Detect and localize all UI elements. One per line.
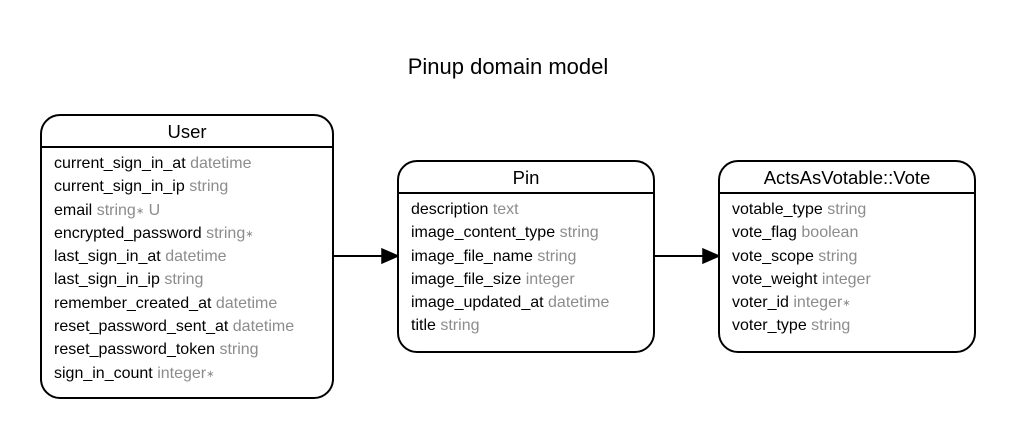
required-flag-icon: ∗: [206, 368, 215, 380]
attribute-type: string: [440, 317, 480, 335]
attribute-name: vote_flag: [732, 224, 797, 242]
attribute-name: image_content_type: [411, 224, 556, 242]
unique-marker: U: [148, 201, 161, 219]
attribute-name: image_updated_at: [411, 294, 544, 312]
attribute-name: vote_weight: [732, 270, 818, 288]
entity-user-name: User: [42, 116, 332, 148]
attribute-type: text: [492, 201, 519, 218]
attribute-name: image_file_name: [411, 247, 533, 265]
required-flag-icon: ∗: [135, 205, 145, 217]
attribute-type: string: [537, 247, 577, 265]
attribute-type: string: [818, 247, 858, 265]
attribute-row: email string∗ U: [54, 199, 332, 222]
entity-vote-name: ActsAsVotable::Vote: [720, 162, 974, 194]
required-flag-icon: ∗: [842, 298, 851, 310]
diagram-title: Pinup domain model: [407, 54, 609, 79]
attribute-type: datetime: [548, 294, 610, 312]
attribute-name: last_sign_in_ip: [54, 271, 160, 289]
attribute-row: vote_weight integer: [732, 268, 974, 291]
attribute-name: votable_type: [732, 201, 823, 218]
attribute-row: voter_type string: [732, 314, 974, 337]
attribute-name: reset_password_token: [54, 341, 215, 359]
attribute-row: votable_type string: [732, 198, 974, 221]
attribute-row: voter_id integer∗: [732, 291, 974, 314]
arrowhead-user-pin: [381, 247, 400, 265]
attribute-type: string: [96, 201, 136, 219]
attribute-row: reset_password_token string: [54, 338, 332, 361]
relationship-pin-vote: [654, 247, 721, 265]
attribute-name: title: [411, 317, 436, 335]
attribute-row: description text: [411, 198, 653, 221]
attribute-name: encrypted_password: [54, 224, 202, 242]
attribute-type: integer: [821, 270, 871, 288]
attribute-type: datetime: [190, 155, 252, 172]
attribute-name: voter_id: [732, 294, 789, 312]
attribute-row: vote_scope string: [732, 245, 974, 268]
required-flag-icon: ∗: [245, 228, 254, 240]
attribute-row: last_sign_in_at datetime: [54, 245, 332, 268]
attribute-row: sign_in_count integer∗: [54, 362, 332, 385]
arrowhead-pin-vote: [702, 247, 721, 265]
attribute-name: email: [54, 201, 93, 219]
attribute-type: datetime: [215, 294, 278, 312]
attribute-name: last_sign_in_at: [54, 248, 161, 266]
attribute-type: integer: [157, 364, 207, 382]
attribute-name: reset_password_sent_at: [54, 318, 229, 336]
attribute-type: string: [189, 178, 229, 196]
attribute-row: vote_flag boolean: [732, 221, 974, 244]
attribute-type: datetime: [232, 318, 295, 336]
attribute-name: sign_in_count: [54, 364, 153, 382]
entity-pin-name: Pin: [399, 162, 653, 194]
attribute-row: current_sign_in_ip string: [54, 175, 332, 198]
attribute-name: voter_type: [732, 317, 807, 335]
attribute-type: string: [811, 317, 851, 335]
attribute-row: current_sign_in_at datetime: [54, 152, 332, 175]
attribute-name: current_sign_in_at: [54, 155, 186, 172]
attribute-type: string: [827, 201, 867, 218]
attribute-type: string: [559, 224, 599, 242]
attribute-name: vote_scope: [732, 247, 814, 265]
attribute-row: encrypted_password string∗: [54, 222, 332, 245]
relationship-user-pin: [333, 247, 400, 265]
attribute-row: image_file_name string: [411, 245, 653, 268]
attribute-row: reset_password_sent_at datetime: [54, 315, 332, 338]
attribute-type: string: [219, 341, 259, 359]
attribute-row: image_file_size integer: [411, 268, 653, 291]
attribute-row: remember_created_at datetime: [54, 292, 332, 315]
attribute-type: string: [206, 224, 246, 242]
attribute-type: boolean: [801, 224, 859, 242]
attribute-name: description: [411, 201, 489, 218]
attribute-type: integer: [793, 294, 843, 312]
attribute-name: remember_created_at: [54, 294, 212, 312]
attribute-row: image_content_type string: [411, 221, 653, 244]
attribute-type: string: [164, 271, 204, 289]
attribute-row: last_sign_in_ip string: [54, 268, 332, 291]
attribute-type: datetime: [165, 248, 227, 266]
attribute-name: image_file_size: [411, 270, 522, 288]
attribute-row: title string: [411, 314, 653, 337]
attribute-type: integer: [525, 270, 575, 288]
attribute-row: image_updated_at datetime: [411, 291, 653, 314]
attribute-name: current_sign_in_ip: [54, 178, 185, 196]
